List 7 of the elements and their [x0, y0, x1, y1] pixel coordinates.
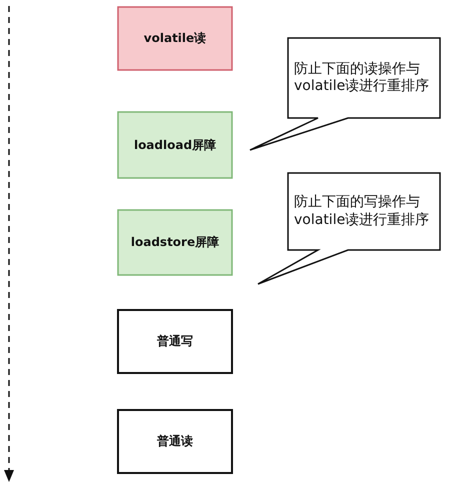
- node-label: 普通写: [157, 333, 193, 350]
- node-label: loadload屏障: [134, 136, 216, 154]
- node-label: volatile读: [144, 30, 206, 47]
- callout-text: 防止下面的读操作与volatile读进行重排序: [293, 60, 430, 96]
- node-label: 普通读: [157, 433, 193, 450]
- callout-text: 防止下面的写操作与volatile读进行重排序: [293, 193, 430, 230]
- node-label: loadstore屏障: [130, 234, 220, 251]
